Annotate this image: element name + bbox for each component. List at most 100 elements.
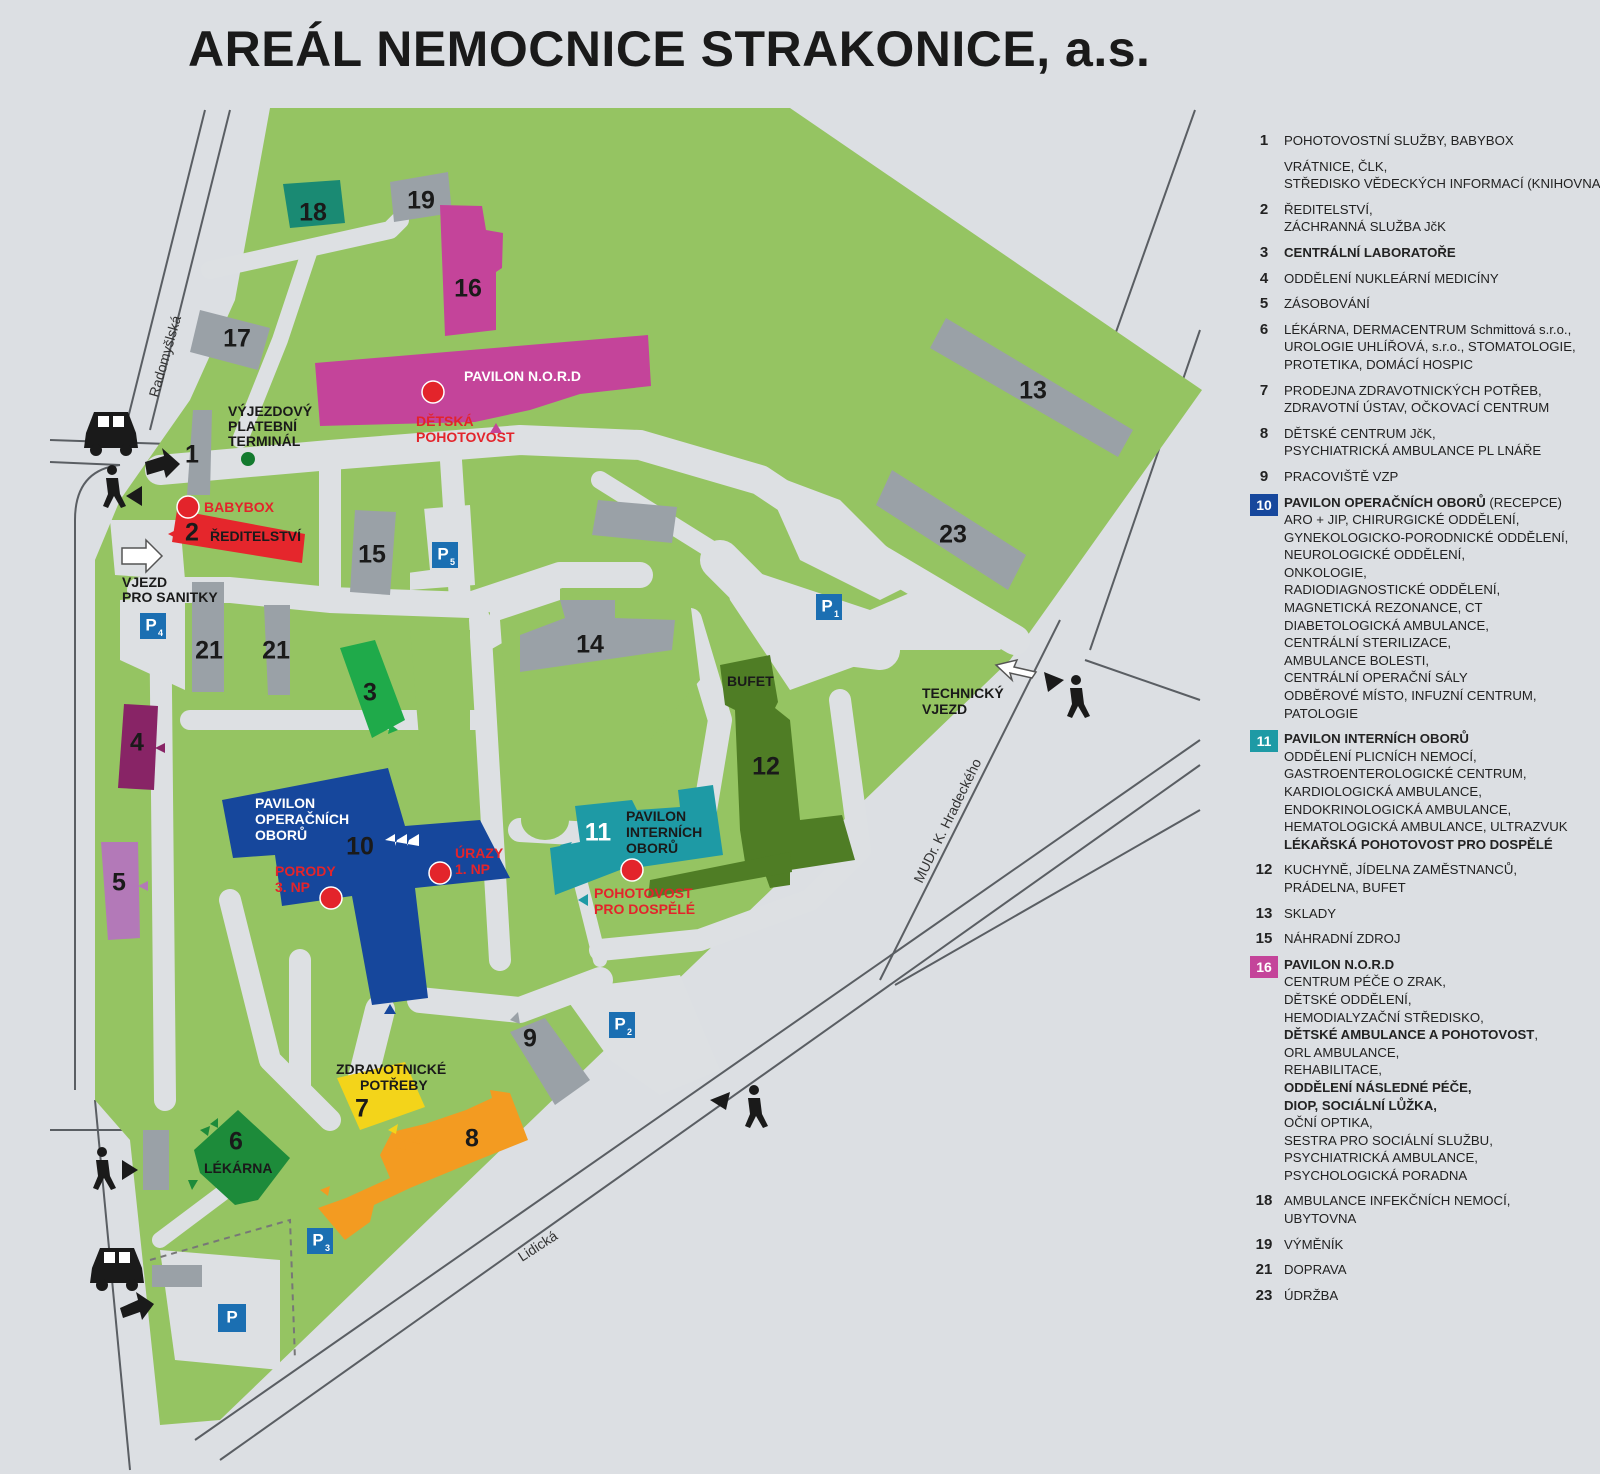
building-number-10[interactable]: 10 bbox=[346, 833, 374, 861]
svg-text:5: 5 bbox=[450, 557, 455, 567]
legend-line: ÚDRŽBA bbox=[1284, 1287, 1595, 1305]
legend-segment: ODBĚROVÉ MÍSTO, INFUZNÍ CENTRUM, bbox=[1284, 688, 1537, 704]
label-porody: PORODY 3. NP bbox=[275, 863, 339, 895]
building-number-7[interactable]: 7 bbox=[355, 1095, 369, 1123]
grey-buildings bbox=[143, 172, 1133, 1287]
building-number-13[interactable]: 13 bbox=[1019, 377, 1047, 405]
legend-number: 6 bbox=[1259, 320, 1269, 338]
legend-number: 3 bbox=[1259, 243, 1269, 261]
legend-number: 18 bbox=[1255, 1192, 1273, 1210]
building-number-11[interactable]: 11 bbox=[585, 819, 612, 847]
legend-number: 2 bbox=[1259, 200, 1269, 218]
legend-line: UBYTOVNA bbox=[1284, 1210, 1595, 1228]
legend-segment: SKLADY bbox=[1284, 905, 1337, 921]
legend-number: 15 bbox=[1255, 930, 1273, 948]
legend-line: PSYCHIATRICKÁ AMBULANCE, bbox=[1284, 1149, 1595, 1167]
svg-text:1: 1 bbox=[834, 609, 839, 619]
building-number-12[interactable]: 12 bbox=[752, 753, 780, 781]
legend-number: 5 bbox=[1259, 295, 1269, 313]
building-number-18[interactable]: 18 bbox=[299, 199, 327, 227]
legend-segment: PAVILON N.O.R.D bbox=[1284, 956, 1395, 972]
legend-text: KUCHYNĚ, JÍDELNA ZAMĚSTNANCŮ,PRÁDELNA, B… bbox=[1284, 861, 1595, 896]
legend-segment: PAVILON INTERNÍCH OBORŮ bbox=[1284, 731, 1469, 747]
parking-p1[interactable]: P 1 bbox=[816, 594, 842, 620]
legend-segment: PAVILON OPERAČNÍCH OBORŮ bbox=[1284, 494, 1486, 510]
parking-p5[interactable]: P 5 bbox=[432, 542, 458, 568]
building-number-4[interactable]: 4 bbox=[130, 729, 144, 757]
building-3 bbox=[340, 640, 405, 738]
legend-segment: GYNEKOLOGICKO-PORODNICKÉ ODDĚLENÍ, bbox=[1284, 529, 1569, 545]
building-number-5[interactable]: 5 bbox=[112, 869, 126, 897]
legend-segment: UROLOGIE UHLÍŘOVÁ, s.r.o., STOMATOLOGIE, bbox=[1284, 339, 1576, 355]
building-12 bbox=[720, 655, 855, 888]
building-number-16[interactable]: 16 bbox=[454, 275, 482, 303]
parking-main[interactable]: P bbox=[218, 1304, 246, 1332]
legend-line: DĚTSKÉ ODDĚLENÍ, bbox=[1284, 991, 1595, 1009]
legend-segment: PROTETIKA, DOMÁCÍ HOSPIC bbox=[1284, 356, 1474, 372]
building-number-15[interactable]: 15 bbox=[358, 541, 386, 569]
legend-number: 4 bbox=[1259, 269, 1269, 287]
legend-segment: REHABILITACE, bbox=[1284, 1062, 1382, 1078]
legend-line: DIOP, SOCIÁLNÍ LŮŽKA, bbox=[1284, 1097, 1595, 1115]
legend-number: 11 bbox=[1250, 730, 1278, 753]
label-pavilon-internich: PAVILON INTERNÍCH OBORŮ bbox=[626, 808, 706, 856]
building-number-23[interactable]: 23 bbox=[939, 521, 967, 549]
building-number-19[interactable]: 19 bbox=[407, 187, 435, 215]
legend-segment: PSYCHIATRICKÁ AMBULANCE PL LNÁŘE bbox=[1284, 443, 1542, 459]
building-number-17[interactable]: 17 bbox=[223, 325, 251, 353]
legend-number: 23 bbox=[1255, 1286, 1273, 1304]
legend-line: MAGNETICKÁ REZONANCE, CT bbox=[1284, 599, 1595, 617]
building-number-14[interactable]: 14 bbox=[576, 631, 604, 659]
legend-segment: PRÁDELNA, BUFET bbox=[1284, 879, 1406, 895]
building-7 bbox=[337, 1062, 425, 1130]
building-number-8[interactable]: 8 bbox=[465, 1125, 479, 1153]
parking-p2[interactable]: P 2 bbox=[609, 1012, 635, 1038]
street-lidicka: Lidická bbox=[515, 1227, 560, 1264]
legend-line: LÉKAŘSKÁ POHOTOVOST PRO DOSPĚLÉ bbox=[1284, 836, 1595, 854]
car-icon bbox=[84, 412, 138, 456]
building-number-1[interactable]: 1 bbox=[185, 441, 199, 469]
legend-line: KARDIOLOGICKÁ AMBULANCE, bbox=[1284, 783, 1595, 801]
legend-line: GASTROENTEROLOGICKÉ CENTRUM, bbox=[1284, 765, 1595, 783]
legend-line: ORL AMBULANCE, bbox=[1284, 1044, 1595, 1062]
legend-segment: CENTRUM PÉČE O ZRAK, bbox=[1284, 974, 1446, 990]
building-number-6[interactable]: 6 bbox=[229, 1128, 243, 1156]
legend-line: ENDOKRINOLOGICKÁ AMBULANCE, bbox=[1284, 801, 1595, 819]
parking-p3[interactable]: P 3 bbox=[307, 1228, 333, 1254]
legend-segment: ODDĚLENÍ PLICNÍCH NEMOCÍ, bbox=[1284, 748, 1477, 764]
building-number-3[interactable]: 3 bbox=[363, 679, 377, 707]
legend-line: CENTRUM PÉČE O ZRAK, bbox=[1284, 973, 1595, 991]
legend-number: 7 bbox=[1259, 381, 1269, 399]
building-number-21a[interactable]: 21 bbox=[195, 637, 223, 665]
svg-text:P: P bbox=[821, 596, 832, 615]
legend-line: AMBULANCE BOLESTI, bbox=[1284, 652, 1595, 670]
legend-text: VRÁTNICE, ČLK,STŘEDISKO VĚDECKÝCH INFORM… bbox=[1284, 158, 1600, 193]
legend-segment: HEMODIALYZAČNÍ STŘEDISKO, bbox=[1284, 1009, 1484, 1025]
legend-item: 23 ÚDRŽBA bbox=[1250, 1287, 1595, 1305]
legend-line: RADIODIAGNOSTICKÉ ODDĚLENÍ, bbox=[1284, 581, 1595, 599]
building-number-21b[interactable]: 21 bbox=[262, 637, 290, 665]
legend-line: PSYCHIATRICKÁ AMBULANCE PL LNÁŘE bbox=[1284, 442, 1595, 460]
building-number-9[interactable]: 9 bbox=[523, 1025, 537, 1053]
svg-text:4: 4 bbox=[158, 628, 163, 638]
street-hradeckeho: MUDr. K. Hradeckého bbox=[910, 756, 984, 886]
building-number-2[interactable]: 2 bbox=[185, 519, 199, 547]
legend-line: PAVILON INTERNÍCH OBORŮ bbox=[1284, 730, 1595, 748]
legend-segment: DĚTSKÉ AMBULANCE A POHOTOVOST bbox=[1284, 1027, 1535, 1043]
legend-segment: NEUROLOGICKÉ ODDĚLENÍ, bbox=[1284, 547, 1465, 563]
legend-line: REHABILITACE, bbox=[1284, 1061, 1595, 1079]
pedestrian-icon bbox=[93, 1147, 138, 1190]
legend-segment: KARDIOLOGICKÁ AMBULANCE, bbox=[1284, 784, 1482, 799]
svg-text:P: P bbox=[226, 1307, 237, 1326]
parking-outline bbox=[149, 1218, 296, 1361]
parking-p4[interactable]: P 4 bbox=[140, 613, 166, 639]
legend-line: UROLOGIE UHLÍŘOVÁ, s.r.o., STOMATOLOGIE, bbox=[1284, 338, 1595, 356]
legend-line: STŘEDISKO VĚDECKÝCH INFORMACÍ (KNIHOVNA) bbox=[1284, 175, 1600, 193]
legend-segment: ODDĚLENÍ NÁSLEDNÉ PÉČE, bbox=[1284, 1079, 1472, 1095]
pedestrian-icon bbox=[103, 465, 142, 508]
